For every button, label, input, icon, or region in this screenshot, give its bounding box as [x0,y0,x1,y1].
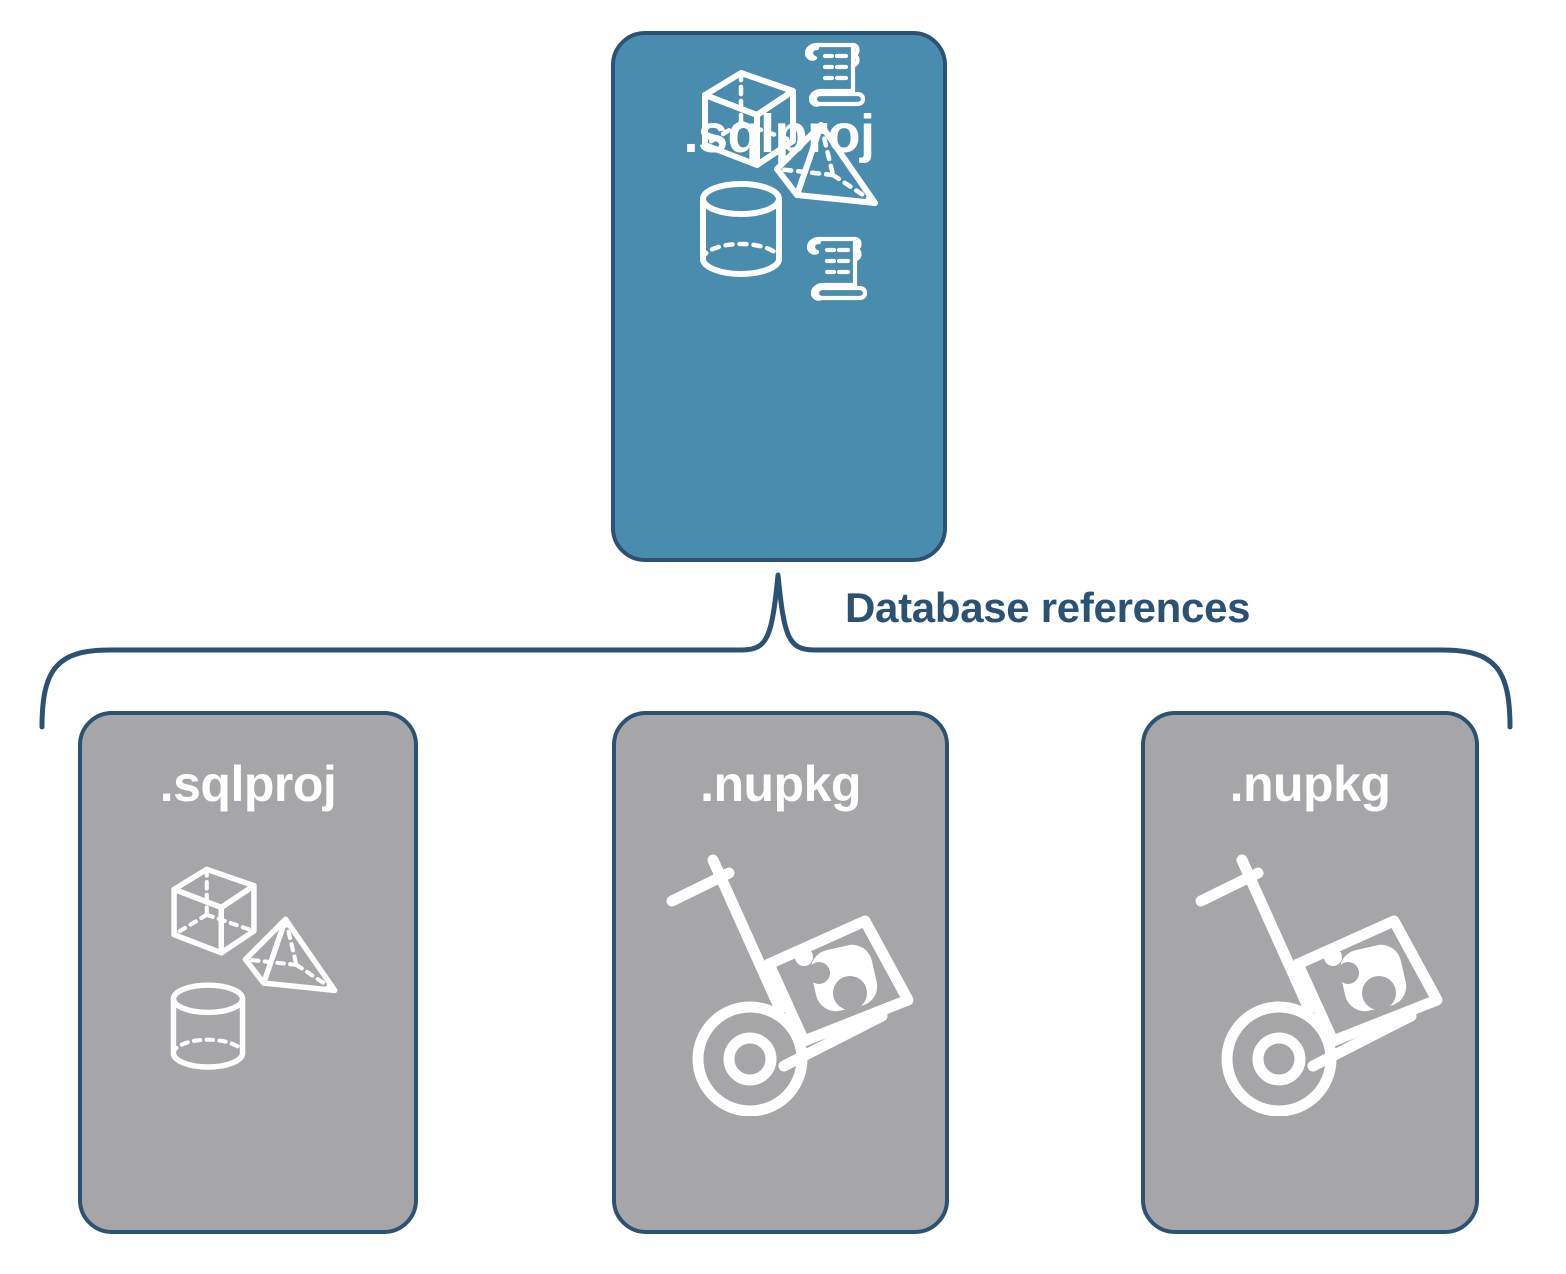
card-nupkg-bottom-right[interactable]: .nupkg [1141,711,1479,1234]
cylinder-wireframe-icon [700,181,782,277]
nuget-package-handtruck-icon [1195,854,1443,1116]
card-nupkg-bottom-middle[interactable]: .nupkg [612,711,949,1234]
card-bottom-left-label: .sqlproj [159,756,337,812]
pyramid-wireframe-icon [242,916,338,994]
cube-wireframe-icon [171,866,257,956]
card-sqlproj-top[interactable]: .sqlproj [611,31,947,562]
cylinder-wireframe-icon [170,982,246,1070]
card-sqlproj-bottom-left[interactable]: .sqlproj [78,711,418,1234]
card-bottom-middle-label: .nupkg [700,756,861,812]
card-bottom-right-label: .nupkg [1229,756,1391,812]
card-top-label: .sqlproj [683,104,875,164]
scroll-script-icon [804,42,866,107]
nuget-package-handtruck-icon [666,854,914,1116]
scroll-script-icon [806,236,868,301]
connector-label: Database references [845,584,1251,631]
